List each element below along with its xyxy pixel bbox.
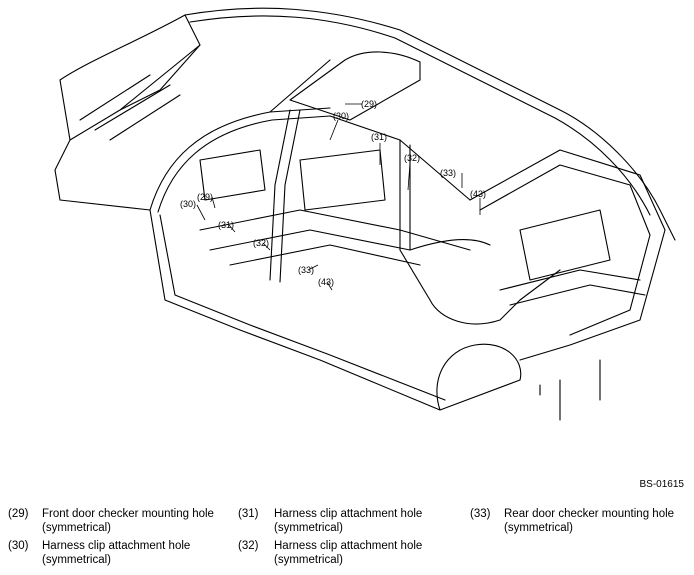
legend-text: Harness clip attachment hole xyxy=(42,540,191,552)
legend-text: Harness clip attachment hole xyxy=(274,508,423,520)
legend-number: (33) xyxy=(470,508,491,520)
legend-text-2: (symmetrical) xyxy=(42,522,111,534)
legend-text: Rear door checker mounting hole xyxy=(504,508,675,520)
legend-text-2: (symmetrical) xyxy=(504,522,573,534)
callout-43: (43) xyxy=(470,189,486,199)
callout-32: (32) xyxy=(404,153,420,163)
body-shell-drawing xyxy=(54,7,676,421)
legend-number: (30) xyxy=(8,540,29,552)
figure-id: BS-01615 xyxy=(639,479,684,490)
callout-33: (33) xyxy=(298,265,314,275)
callout-labels: (29) (30) (31) (32) (33) (43) (30) (29) … xyxy=(180,99,486,287)
callout-43: (43) xyxy=(318,277,334,287)
legend-text-2: (symmetrical) xyxy=(274,522,343,534)
callout-30: (30) xyxy=(333,111,349,121)
callout-32: (32) xyxy=(253,238,269,248)
callout-29: (29) xyxy=(197,192,213,202)
legend-text: Harness clip attachment hole xyxy=(274,540,423,552)
legend: (29) Front door checker mounting hole (s… xyxy=(0,505,694,575)
legend-text-2: (symmetrical) xyxy=(42,554,111,566)
legend-text-2: (symmetrical) xyxy=(274,554,343,566)
callout-31: (31) xyxy=(371,132,387,142)
legend-text: Front door checker mounting hole xyxy=(42,508,214,520)
body-shell-diagram: (29) (30) (31) (32) (33) (43) (30) (29) … xyxy=(54,7,676,421)
legend-number: (31) xyxy=(238,508,259,520)
callout-30: (30) xyxy=(180,199,196,209)
callout-33: (33) xyxy=(440,168,456,178)
legend-number: (32) xyxy=(238,540,259,552)
callout-31: (31) xyxy=(218,220,234,230)
callout-29: (29) xyxy=(361,99,377,109)
leader-lines xyxy=(196,103,481,291)
legend-number: (29) xyxy=(8,508,29,520)
